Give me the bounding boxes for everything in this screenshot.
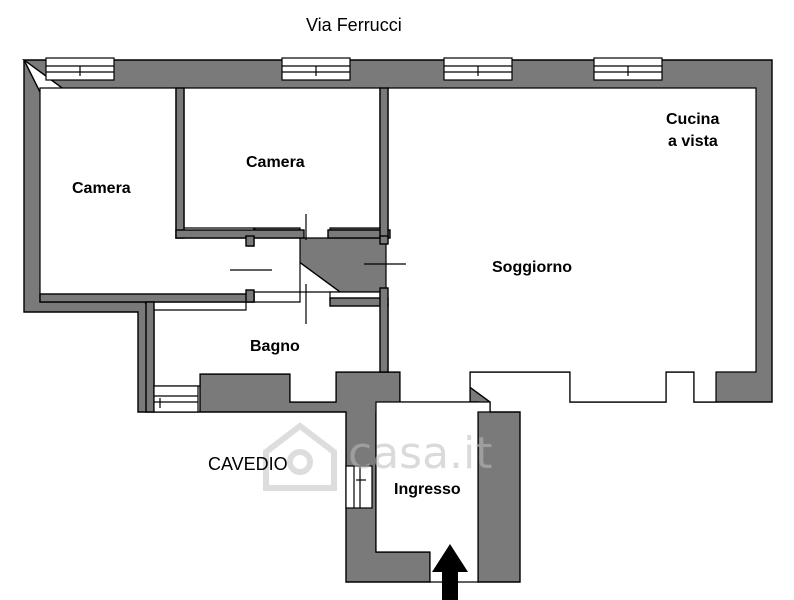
room-label-cucina-line1: Cucina — [666, 111, 719, 128]
courtyard-label: CAVEDIO — [208, 454, 288, 474]
windows — [45, 57, 663, 509]
window-icon — [593, 57, 663, 81]
room-label-cucina-line2: a vista — [668, 133, 718, 150]
window-icon — [443, 57, 513, 81]
partitions — [39, 87, 406, 413]
entrance-arrow-icon — [432, 544, 468, 600]
room-label-bagno: Bagno — [250, 338, 300, 355]
window-icon — [153, 385, 199, 413]
window-icon — [45, 57, 115, 81]
room-label-ingresso: Ingresso — [394, 481, 461, 498]
room-label-soggiorno: Soggiorno — [492, 259, 572, 276]
rooms-fill — [39, 87, 757, 583]
room-label-camera-left: Camera — [72, 180, 131, 197]
street-label: Via Ferrucci — [306, 15, 402, 35]
watermark-text: casa.it — [348, 428, 493, 479]
window-icon — [281, 57, 351, 81]
watermark-logo-icon — [263, 422, 337, 491]
window-icon — [345, 465, 373, 509]
room-label-camera-center: Camera — [246, 154, 305, 171]
